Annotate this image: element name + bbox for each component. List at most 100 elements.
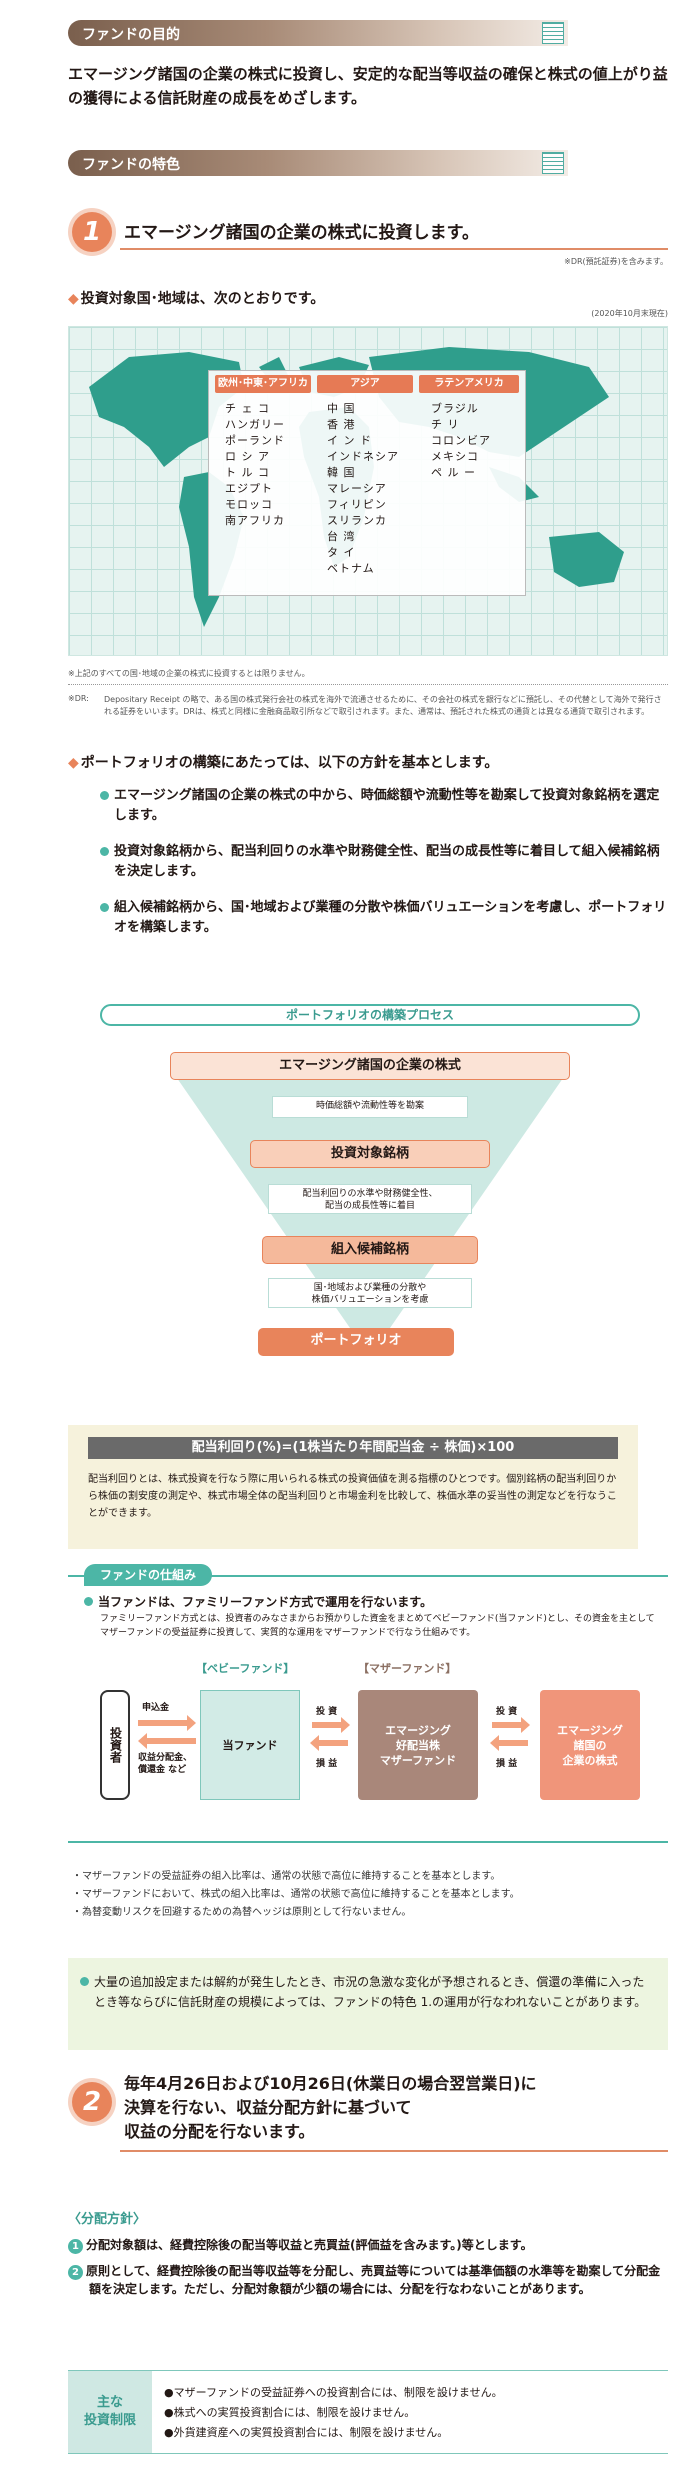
policy-bullet: 投資対象銘柄から、配当利回りの水準や財務健全性、配当の成長性等に着目して組入候補… <box>100 842 670 882</box>
grid-deco-icon <box>542 22 564 44</box>
distribution-text: 原則として、経費控除後の配当等収益等を分配し、売買益等については基準価額の水準等… <box>86 2264 661 2296</box>
arrow-left-icon <box>138 1733 196 1749</box>
dr-note: ※DR(預託証券)を含みます。 <box>564 257 668 266</box>
process-step-investable: 投資対象銘柄 <box>250 1140 490 1168</box>
distribution-text: 分配対象額は、経費控除後の配当等収益と売買益(評価益を含みます。)等とします。 <box>86 2238 533 2252</box>
baby-fund-box: 当ファンド <box>200 1690 300 1800</box>
country: モロッコ <box>225 498 273 511</box>
feature-title: エマージング諸国の企業の株式に投資します。 <box>124 223 479 243</box>
process-step-candidates: 組入候補銘柄 <box>262 1236 478 1264</box>
arrow-right-icon <box>312 1717 350 1733</box>
target-line: エマージング <box>557 1723 623 1737</box>
number-icon: 2 <box>68 2265 83 2280</box>
note-line: ・マザーファンドの受益証券の組入比率は、通常の状態で高位に維持することを基本とし… <box>72 1871 501 1882</box>
country: インドネシア <box>327 450 399 463</box>
country: ハンガリー <box>225 418 285 431</box>
country: メキシコ <box>431 450 479 463</box>
policy-bullet: エマージング諸国の企業の株式の中から、時価総額や流動性等を勘案して投資対象銘柄を… <box>100 786 670 826</box>
country: ブラジル <box>431 402 479 415</box>
country: タ イ <box>327 546 356 559</box>
process-note: 国･地域および業種の分散や株価バリュエーションを考慮 <box>268 1278 472 1308</box>
mechanism-desc: ファミリーファンド方式とは、投資者のみなさまからお預かりした資金をまとめてベビー… <box>100 1614 655 1638</box>
portfolio-heading: ◆ポートフォリオの構築にあたっては、以下の方針を基本とします。 <box>68 752 498 772</box>
target-heading-text: 投資対象国･地域は、次のとおりです。 <box>80 291 325 307</box>
country: ベトナム <box>327 562 375 575</box>
divider <box>120 248 668 250</box>
region-header: 欧州･中東･アフリカ <box>215 375 311 393</box>
country-table: 欧州･中東･アフリカ アジア ラテンアメリカ チ ェ コ ハンガリー ポーランド… <box>208 370 526 596</box>
region-header: ラテンアメリカ <box>419 375 519 393</box>
arrow-right-icon <box>492 1717 530 1733</box>
section-title: ファンドの目的 <box>82 27 180 43</box>
target-line: 企業の株式 <box>562 1753 618 1767</box>
policy-bullet: 組入候補銘柄から、国･地域および業種の分散や株価バリュエーションを考慮し、ポート… <box>100 898 670 938</box>
subscription-label: 申込金 <box>142 1703 170 1713</box>
country: フィリピン <box>327 498 387 511</box>
pl-label: 損 益 <box>316 1759 338 1769</box>
formula-description: 配当利回りとは、株式投資を行なう際に用いられる株式の投資価値を測る指標のひとつで… <box>88 1474 617 1519</box>
process-note: 配当利回りの水準や財務健全性、配当の成長性等に着目 <box>268 1184 472 1214</box>
country: エジプト <box>225 482 273 495</box>
dr-def-label: ※DR: <box>68 694 89 703</box>
invest-label: 投 資 <box>316 1707 338 1717</box>
investment-limits: 主な投資制限 ●マザーファンドの受益証券への投資割合には、制限を設けません。 ●… <box>68 2370 668 2454</box>
mother-line: 好配当株 <box>396 1738 440 1752</box>
caution-text: 大量の追加設定または解約が発生したとき、市況の急激な変化が予想されるとき、償還の… <box>80 1972 656 2012</box>
feature-title-line: 収益の分配を行ないます。 <box>124 2122 315 2141</box>
feature-title-line: 決算を行ない、収益分配方針に基づいて <box>124 2098 412 2117</box>
arrow-left-icon <box>310 1735 348 1751</box>
feature-title-line: 毎年4月26日および10月26日(休業日の場合翌営業日)に <box>124 2074 537 2093</box>
process-title: ポートフォリオの構築プロセス <box>100 1004 640 1026</box>
dr-definition: Depositary Receipt の略で、ある国の株式発行会社の株式を海外で… <box>104 695 662 716</box>
country: チ ェ コ <box>225 402 270 415</box>
diamond-icon: ◆ <box>68 291 79 307</box>
process-note: 時価総額や流動性等を勘案 <box>272 1096 468 1118</box>
limits-header: 主な投資制限 <box>68 2371 152 2453</box>
country: 中 国 <box>327 402 356 415</box>
limit-item: ●マザーファンドの受益証券への投資割合には、制限を設けません。 <box>164 2386 503 2399</box>
number-icon: 1 <box>68 2239 83 2254</box>
process-note-line: 配当の成長性等に着目 <box>324 1201 415 1211</box>
country: イ ン ド <box>327 434 372 447</box>
country-list-emea: チ ェ コ ハンガリー ポーランド ロ シ ア ト ル コ エジプト モロッコ … <box>225 401 305 529</box>
section-header-features: ファンドの特色 <box>68 150 568 176</box>
portfolio-heading-text: ポートフォリオの構築にあたっては、以下の方針を基本とします。 <box>80 755 499 771</box>
country: マレーシア <box>327 482 387 495</box>
diamond-icon: ◆ <box>68 755 79 771</box>
formula: 配当利回り(%)=(1株当たり年間配当金 ÷ 株価)×100 <box>88 1437 618 1459</box>
as-of-date: (2020年10月末現在) <box>591 309 668 318</box>
country: ト ル コ <box>225 466 270 479</box>
region-header: アジア <box>317 375 413 393</box>
target-heading: ◆投資対象国･地域は、次のとおりです。 <box>68 288 324 308</box>
target-stocks-box: エマージング諸国の企業の株式 <box>540 1690 640 1800</box>
purpose-text: エマージング諸国の企業の株式に投資し、安定的な配当等収益の確保と株式の値上がり益… <box>68 65 668 107</box>
divider <box>120 2150 668 2152</box>
country: コロンビア <box>431 434 491 447</box>
process-step-universe: エマージング諸国の企業の株式 <box>170 1052 570 1080</box>
note-line: ・マザーファンドにおいて、株式の組入比率は、通常の状態で高位に維持することを基本… <box>72 1889 520 1900</box>
note-line: ・為替変動リスクを回避するための為替ヘッジは原則として行ないません。 <box>72 1907 412 1918</box>
dividend-yield-box: 配当利回り(%)=(1株当たり年間配当金 ÷ 株価)×100 配当利回りとは、株… <box>68 1425 638 1549</box>
arrow-left-icon <box>490 1735 528 1751</box>
feature-number-badge: 1 <box>72 212 112 252</box>
feature-number-badge: 2 <box>72 2082 112 2122</box>
process-note-line: 配当利回りの水準や財務健全性、 <box>302 1189 438 1199</box>
mother-line: マザーファンド <box>379 1753 457 1767</box>
limit-item: ●株式への実質投資割合には、制限を設けません。 <box>164 2406 416 2419</box>
process-step-portfolio: ポートフォリオ <box>258 1328 454 1356</box>
process-note-line: 国･地域および業種の分散や <box>313 1283 427 1293</box>
country: ポーランド <box>225 434 285 447</box>
arrow-right-icon <box>138 1715 196 1731</box>
mother-line: エマージング <box>385 1723 451 1737</box>
mother-fund-label: 【マザーファンド】 <box>358 1662 457 1675</box>
limits-header-line: 投資制限 <box>83 2413 136 2428</box>
investor-box: 投資者 <box>100 1690 130 1800</box>
mechanism-heading: 当ファンドは、ファミリーファンド方式で運用を行ないます。 <box>84 1592 654 1612</box>
country: ペ ル ー <box>431 466 476 479</box>
country: ロ シ ア <box>225 450 270 463</box>
country: チ リ <box>431 418 460 431</box>
section-header-purpose: ファンドの目的 <box>68 20 568 46</box>
target-line: 諸国の <box>573 1738 607 1752</box>
mechanism-section <box>68 1575 668 1843</box>
